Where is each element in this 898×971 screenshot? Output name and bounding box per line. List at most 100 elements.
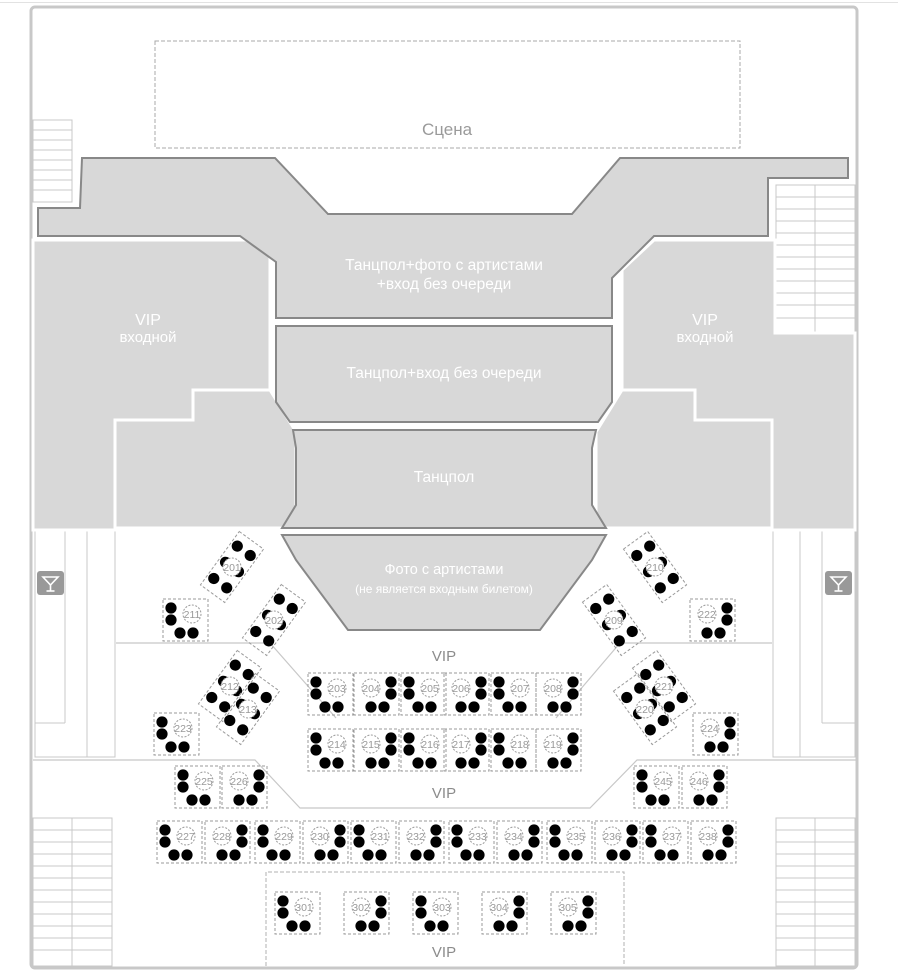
table-226[interactable]: 226: [221, 765, 268, 809]
table-232[interactable]: 232: [398, 820, 445, 864]
seat: [658, 794, 670, 806]
table-231[interactable]: 231: [350, 820, 397, 864]
seat: [247, 682, 259, 694]
table-303[interactable]: 303: [412, 891, 459, 935]
table-245[interactable]: 245: [633, 765, 680, 809]
seat: [502, 701, 514, 713]
table-outline: [692, 712, 739, 756]
table-208[interactable]: 208: [535, 672, 582, 716]
zone-dance[interactable]: Танцпол: [280, 429, 608, 529]
zone-dance-photo-fast[interactable]: Танцпол+фото с артистами +вход без очере…: [37, 157, 849, 319]
table-outline: [622, 530, 688, 604]
table-234[interactable]: 234: [496, 820, 543, 864]
zone-photo[interactable]: Фото с артистами (не является входным би…: [280, 534, 608, 631]
table-outline: [398, 820, 445, 864]
table-215[interactable]: 215: [353, 728, 400, 772]
table-top: [451, 678, 471, 698]
seat: [713, 781, 725, 793]
table-top: [420, 678, 440, 698]
table-209[interactable]: 209: [581, 583, 647, 657]
table-230[interactable]: 230: [302, 820, 349, 864]
seat: [613, 635, 625, 647]
zone-dance-fast[interactable]: Танцпол+вход без очереди: [275, 325, 613, 423]
table-217[interactable]: 217: [443, 728, 490, 772]
table-outline: [197, 649, 263, 723]
table-301[interactable]: 301: [274, 891, 321, 935]
table-213[interactable]: 213: [215, 672, 281, 746]
table-outline: [481, 891, 528, 935]
table-220[interactable]: 220: [612, 672, 678, 746]
table-203[interactable]: 203: [307, 672, 354, 716]
table-219[interactable]: 219: [535, 728, 582, 772]
bar-badge-left[interactable]: [37, 571, 64, 595]
seat: [657, 714, 669, 727]
seat: [513, 895, 525, 907]
seat: [253, 781, 265, 793]
table-outline: [343, 891, 390, 935]
table-number: 210: [646, 562, 664, 574]
table-233[interactable]: 233: [448, 820, 495, 864]
table-top: [361, 678, 381, 698]
table-235[interactable]: 235: [546, 820, 593, 864]
bar-badge-right[interactable]: [825, 571, 852, 595]
table-number: 223: [174, 723, 192, 735]
seat: [375, 849, 387, 861]
table-207[interactable]: 207: [490, 672, 537, 716]
table-outline: [496, 820, 543, 864]
table-top: [274, 826, 294, 846]
table-number: 215: [362, 739, 380, 751]
seat: [582, 895, 594, 907]
seat: [206, 691, 218, 704]
table-205[interactable]: 205: [400, 672, 447, 716]
table-211[interactable]: 211: [162, 598, 209, 642]
table-238[interactable]: 238: [690, 820, 737, 864]
table-304[interactable]: 304: [481, 891, 528, 935]
table-237[interactable]: 237: [642, 820, 689, 864]
table-number: 224: [701, 723, 719, 735]
table-206[interactable]: 206: [443, 672, 490, 716]
table-236[interactable]: 236: [594, 820, 641, 864]
table-222[interactable]: 222: [689, 598, 736, 642]
table-202[interactable]: 202: [241, 583, 307, 657]
table-number: 201: [223, 562, 241, 574]
seat: [654, 582, 666, 594]
table-218[interactable]: 218: [490, 728, 537, 772]
table-302[interactable]: 302: [343, 891, 390, 935]
table-246[interactable]: 246: [681, 765, 728, 809]
table-227[interactable]: 227: [156, 820, 203, 864]
seat: [310, 676, 322, 688]
table-top: [327, 678, 347, 698]
table-229[interactable]: 229: [254, 820, 301, 864]
table-228[interactable]: 228: [204, 820, 251, 864]
table-outline: [215, 672, 281, 746]
seat: [332, 757, 344, 769]
table-221[interactable]: 221: [631, 649, 697, 723]
table-201[interactable]: 201: [199, 530, 265, 604]
seat: [187, 627, 199, 639]
table-305[interactable]: 305: [550, 891, 597, 935]
seat: [365, 701, 377, 713]
table-214[interactable]: 214: [307, 728, 354, 772]
table-top: [229, 771, 249, 791]
table-225[interactable]: 225: [174, 765, 221, 809]
table-216[interactable]: 216: [400, 728, 447, 772]
seat: [378, 757, 390, 769]
table-top: [220, 676, 240, 696]
table-204[interactable]: 204: [353, 672, 400, 716]
seat: [314, 849, 326, 861]
table-top: [451, 734, 471, 754]
table-top: [432, 897, 452, 917]
table-number: 231: [371, 831, 389, 843]
seat: [702, 849, 714, 861]
zone-vip-right-line2: входной: [676, 329, 733, 346]
table-223[interactable]: 223: [153, 712, 200, 756]
seat: [410, 849, 422, 861]
seat: [645, 794, 657, 806]
seat: [334, 836, 346, 848]
table-224[interactable]: 224: [692, 712, 739, 756]
table-212[interactable]: 212: [197, 649, 263, 723]
seat: [493, 676, 505, 688]
table-rotated: [215, 672, 281, 746]
table-210[interactable]: 210: [622, 530, 688, 604]
seat: [168, 849, 180, 861]
